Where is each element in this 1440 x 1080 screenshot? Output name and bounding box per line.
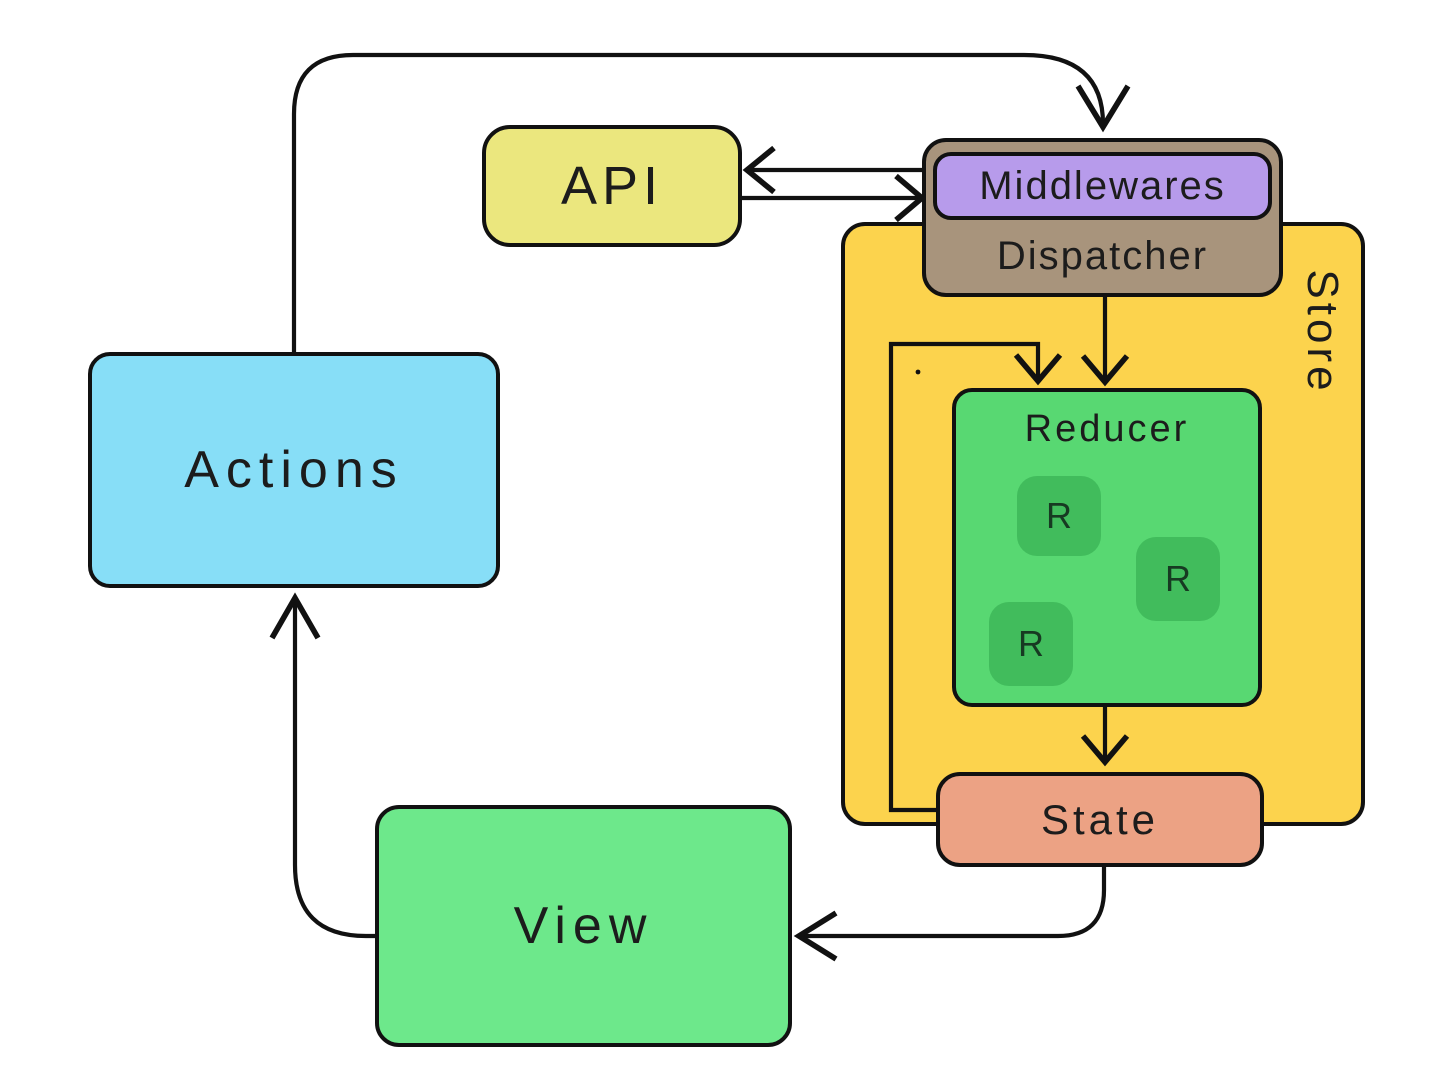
api-box: API	[482, 125, 742, 247]
dispatcher-label: Dispatcher	[996, 234, 1209, 278]
view-label: View	[513, 897, 654, 955]
api-label: API	[560, 156, 664, 216]
reducer-chip-label: R	[1165, 558, 1191, 599]
reducer-label: Reducer	[1024, 408, 1190, 450]
state-box: State	[936, 772, 1264, 867]
state-label: State	[1040, 795, 1160, 843]
actions-box: Actions	[88, 352, 500, 588]
arrow-api-to-middlewares	[742, 173, 927, 223]
middlewares-box: Middlewares	[933, 152, 1272, 220]
reducer-box: Reducer R R R	[952, 388, 1262, 707]
view-box: View	[375, 805, 792, 1047]
reducer-chip-label: R	[1046, 495, 1072, 536]
store-label: Store	[1298, 269, 1347, 395]
actions-label: Actions	[184, 441, 404, 499]
arrow-view-to-actions	[269, 592, 375, 939]
reducer-chip-3: R	[989, 602, 1073, 686]
arrow-state-to-view	[793, 866, 1107, 962]
reducer-chip-label: R	[1018, 623, 1044, 664]
reducer-chip-2: R	[1136, 537, 1220, 621]
middlewares-label: Middlewares	[979, 163, 1226, 208]
reducer-chip-1: R	[1017, 476, 1101, 556]
arrow-middlewares-to-api	[742, 145, 922, 195]
